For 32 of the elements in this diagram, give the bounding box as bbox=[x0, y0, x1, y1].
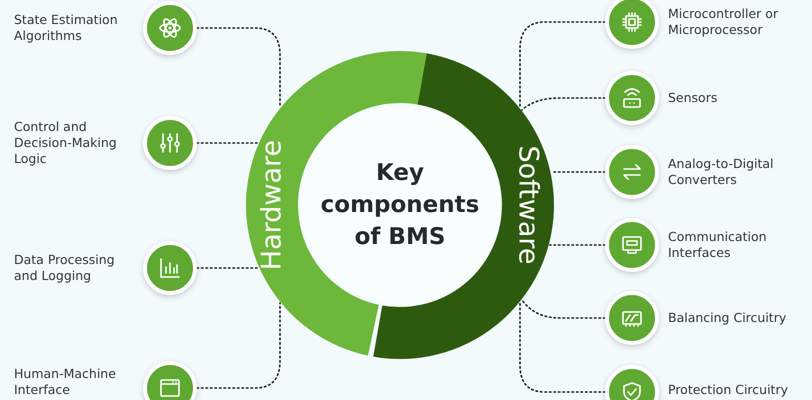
component-label: Microcontroller or Microprocessor bbox=[668, 6, 780, 38]
icon-circle bbox=[143, 241, 197, 295]
icon-circle bbox=[605, 0, 659, 49]
segment-label: Hardware bbox=[256, 140, 288, 270]
component-label: Human-Machine Interface bbox=[14, 366, 117, 398]
component-label: Analog-to-Digital Converters bbox=[668, 156, 775, 188]
icon-circle bbox=[143, 116, 197, 170]
dotted-connector bbox=[196, 267, 260, 269]
icon-circle bbox=[605, 145, 659, 199]
icon-circle bbox=[605, 71, 659, 125]
center-title: Key components of BMS bbox=[320, 159, 480, 252]
component-label: State Estimation Algorithms bbox=[14, 12, 119, 44]
component-label: Protection Circuitry bbox=[668, 382, 789, 398]
icon-circle bbox=[143, 361, 197, 400]
segment-label: Software bbox=[512, 145, 544, 265]
icon-circle bbox=[605, 291, 659, 345]
component-label: Sensors bbox=[668, 90, 718, 106]
dotted-connector bbox=[519, 21, 606, 108]
dotted-connector bbox=[550, 171, 606, 173]
dotted-connector bbox=[521, 299, 606, 319]
dotted-connector bbox=[196, 142, 259, 144]
icon-circle bbox=[605, 218, 659, 272]
component-label: Communication Interfaces bbox=[668, 229, 768, 261]
icon-circle bbox=[143, 1, 197, 55]
dotted-connector bbox=[548, 244, 606, 246]
dotted-connector bbox=[521, 97, 606, 111]
dotted-connector bbox=[519, 302, 606, 393]
component-label: Data Processing and Logging bbox=[14, 252, 116, 284]
component-label: Balancing Circuitry bbox=[668, 310, 788, 326]
dotted-connector bbox=[196, 27, 281, 108]
component-label: Control and Decision-Making Logic bbox=[14, 119, 118, 167]
dotted-connector bbox=[196, 302, 281, 389]
